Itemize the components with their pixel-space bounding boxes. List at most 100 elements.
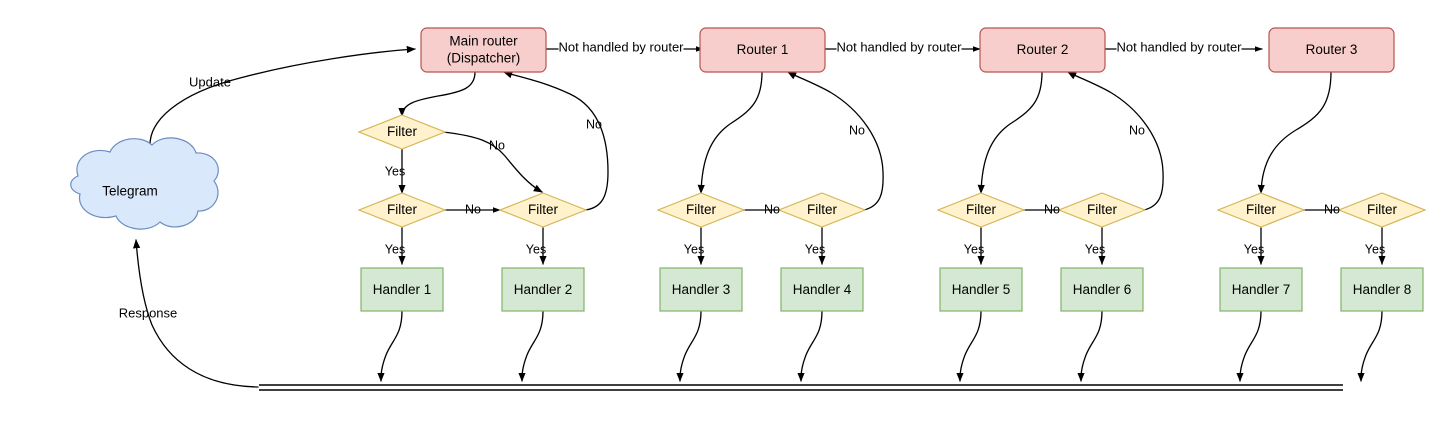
filter-3-label: Filter (686, 202, 717, 217)
edge-response (132, 239, 259, 388)
telegram-label: Telegram (102, 184, 158, 199)
label-no-3: No (586, 117, 602, 131)
filter-7-diamond (1216, 192, 1306, 228)
filter-4-label: Filter (807, 202, 838, 217)
filter-3-diamond (656, 192, 746, 228)
handler-6-label: Handler 6 (1073, 282, 1132, 297)
filter-8-diamond (1337, 192, 1427, 228)
node-handler-5[interactable]: Handler 5 (939, 267, 1023, 312)
edge-h4-to-bus (797, 310, 823, 382)
handler-5-box (939, 267, 1023, 312)
edge-f6-no-to-r2 (1067, 71, 1164, 211)
label-yes-5: Yes (805, 242, 825, 256)
edge-main-to-f0 (398, 71, 476, 117)
node-filter-0[interactable]: Filter (357, 114, 447, 150)
node-handler-8[interactable]: Handler 8 (1340, 267, 1424, 312)
filter-8-label: Filter (1367, 202, 1398, 217)
router-3-label: Router 3 (1306, 42, 1358, 57)
node-router-2[interactable]: Router 2 (979, 27, 1106, 73)
node-router-3[interactable]: Router 3 (1268, 27, 1395, 73)
node-handler-4[interactable]: Handler 4 (780, 267, 864, 312)
label-yes-7: Yes (1085, 242, 1105, 256)
label-no-7: No (1129, 123, 1145, 137)
node-handler-1[interactable]: Handler 1 (360, 267, 444, 312)
label-yes-6: Yes (964, 242, 984, 256)
router-2-box (979, 27, 1106, 73)
filter-5-diamond (936, 192, 1026, 228)
node-filter-3[interactable]: Filter (656, 192, 746, 228)
node-router-1[interactable]: Router 1 (699, 27, 826, 73)
label-yes-1: Yes (385, 164, 405, 178)
handler-1-label: Handler 1 (373, 282, 432, 297)
label-no-8: No (1324, 202, 1340, 216)
label-not-handled-2: Not handled by router (836, 39, 962, 54)
handler-4-label: Handler 4 (793, 282, 852, 297)
cloud-icon (70, 137, 219, 230)
filter-0-label: Filter (387, 124, 418, 139)
node-filter-4[interactable]: Filter (777, 192, 867, 228)
handler-8-label: Handler 8 (1353, 282, 1412, 297)
router-2-label: Router 2 (1017, 42, 1069, 57)
node-filter-1[interactable]: Filter (498, 192, 588, 228)
edge-f0-no-to-f1 (442, 131, 543, 193)
filter-2-diamond (357, 192, 447, 228)
label-no-5: No (849, 123, 865, 137)
label-response: Response (119, 305, 178, 320)
label-yes-4: Yes (684, 242, 704, 256)
edge-h7-to-bus (1236, 310, 1262, 382)
node-handler-6[interactable]: Handler 6 (1060, 267, 1144, 312)
handler-8-box (1340, 267, 1424, 312)
handler-5-label: Handler 5 (952, 282, 1011, 297)
handler-1-box (360, 267, 444, 312)
label-update: Update (189, 74, 231, 89)
label-no-4: No (764, 202, 780, 216)
filter-7-label: Filter (1246, 202, 1277, 217)
node-handler-2[interactable]: Handler 2 (501, 267, 585, 312)
filter-2-label: Filter (387, 202, 418, 217)
filter-6-label: Filter (1087, 202, 1118, 217)
filter-5-label: Filter (966, 202, 997, 217)
filter-1-label: Filter (528, 202, 559, 217)
handler-7-box (1219, 267, 1303, 312)
label-not-handled-1: Not handled by router (558, 39, 684, 54)
node-filter-2[interactable]: Filter (357, 192, 447, 228)
handler-3-label: Handler 3 (672, 282, 731, 297)
edge-h3-to-bus (676, 310, 702, 382)
node-telegram[interactable]: Telegram (70, 137, 219, 230)
label-no-1: No (489, 138, 505, 152)
router-1-label: Router 1 (737, 42, 789, 57)
node-filter-7[interactable]: Filter (1216, 192, 1306, 228)
edge-r1-to-f3 (697, 71, 763, 194)
node-main-router[interactable]: Main router (Dispatcher) (420, 27, 547, 73)
edge-f4-no-to-r1 (787, 71, 884, 211)
edge-h8-to-bus (1357, 310, 1383, 382)
edge-label-group: Update Response Not handled by router No… (119, 39, 1385, 320)
edge-update (149, 45, 416, 158)
edge-h1-to-bus (377, 310, 403, 382)
main-router-label-line1: Main router (449, 34, 518, 49)
handler-2-label: Handler 2 (514, 282, 573, 297)
filter-6-diamond (1057, 192, 1147, 228)
node-handler-3[interactable]: Handler 3 (659, 267, 743, 312)
main-router-label-line2: (Dispatcher) (447, 51, 521, 66)
node-handler-7[interactable]: Handler 7 (1219, 267, 1303, 312)
handler-2-box (501, 267, 585, 312)
handler-4-box (780, 267, 864, 312)
node-filter-6[interactable]: Filter (1057, 192, 1147, 228)
node-filter-5[interactable]: Filter (936, 192, 1026, 228)
node-filter-8[interactable]: Filter (1337, 192, 1427, 228)
handler-3-box (659, 267, 743, 312)
label-yes-3: Yes (526, 242, 546, 256)
edge-r2-to-f5 (977, 71, 1043, 194)
filter-1-diamond (498, 192, 588, 228)
label-no-6: No (1044, 202, 1060, 216)
edge-h5-to-bus (956, 310, 982, 382)
edge-h6-to-bus (1077, 310, 1103, 382)
edge-r3-to-f7 (1257, 71, 1332, 194)
handler-6-box (1060, 267, 1144, 312)
filter-0-diamond (357, 114, 447, 150)
edge-h2-to-bus (518, 310, 544, 382)
label-yes-9: Yes (1365, 242, 1385, 256)
main-router-box (420, 27, 547, 73)
